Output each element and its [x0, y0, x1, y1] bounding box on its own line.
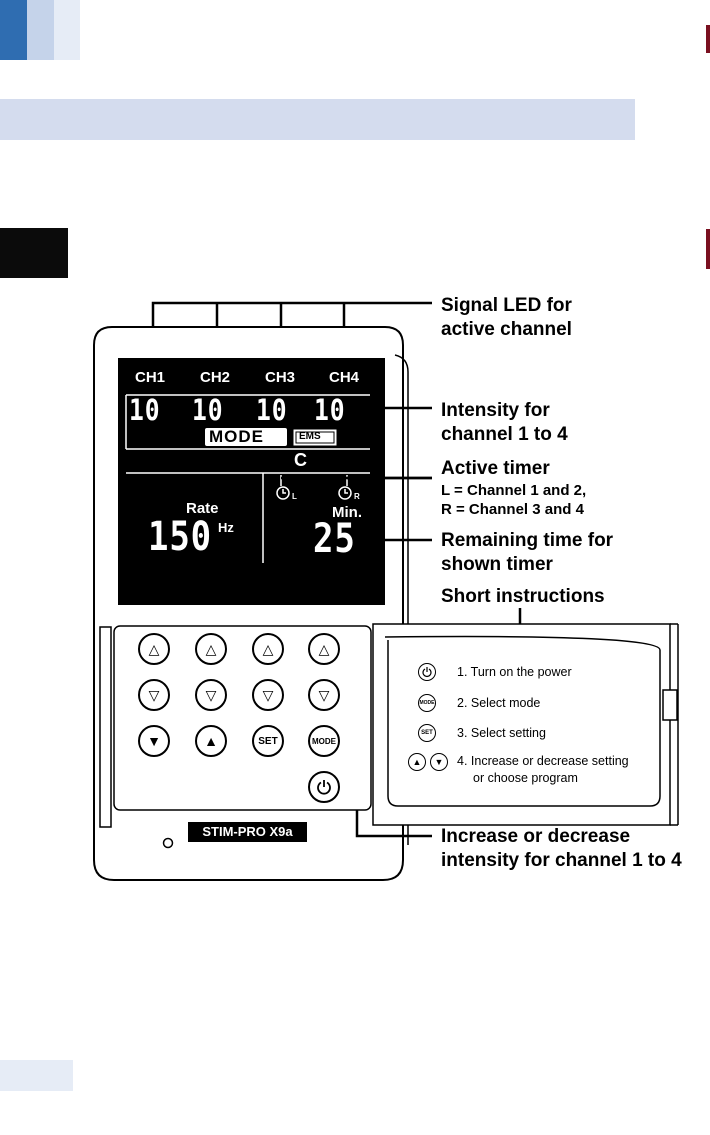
increase-label-2: intensity for channel 1 to 4: [441, 850, 682, 871]
signal-led-label-1: Signal LED for: [441, 295, 572, 316]
header-block-light: [54, 0, 80, 60]
active-timer-title: Active timer: [441, 458, 550, 479]
lcd-ch1-label: CH1: [135, 369, 166, 386]
triangle-up-filled-icon: ▲: [204, 733, 218, 749]
triangle-up-outline-icon: △: [148, 640, 160, 657]
signal-led-label-2: active channel: [441, 319, 572, 340]
set-button-label: SET: [258, 735, 278, 747]
model-name: STIM-PRO X9a: [202, 824, 293, 839]
remaining-label-1: Remaining time for: [441, 530, 614, 551]
ch1-up-button[interactable]: △: [138, 633, 170, 665]
lcd-mode-value: EMS: [299, 431, 321, 442]
lcd-rate-value: 150: [148, 514, 212, 560]
set-button[interactable]: SET: [252, 725, 284, 757]
instr-step-4-cont: or choose program: [473, 771, 578, 785]
left-clip: [99, 626, 112, 828]
lcd-ch4-label: CH4: [329, 369, 360, 386]
instruction-card-inner: [384, 635, 661, 807]
ch4-down-button[interactable]: ▽: [308, 679, 340, 711]
indicator-hole: [162, 837, 174, 849]
active-timer-line1: L = Channel 1 and 2,: [441, 482, 587, 499]
footer-block: [0, 1060, 73, 1091]
instr-mode-icon: MODE: [418, 694, 436, 712]
lcd-mode-box: [205, 428, 287, 446]
instruction-card-clip: [662, 689, 678, 721]
intensity-label-1: Intensity for: [441, 400, 550, 421]
active-timer-line2: R = Channel 3 and 4: [441, 501, 584, 518]
lcd-ch3-label: CH3: [265, 369, 296, 386]
header-block-dark: [0, 0, 27, 60]
lcd-rate-label: Rate: [186, 500, 219, 517]
instr-arrow-down-icon: ▼: [430, 753, 448, 771]
button-panel: [113, 625, 372, 811]
ch1-down-button[interactable]: ▽: [138, 679, 170, 711]
ch4-up-button[interactable]: △: [308, 633, 340, 665]
lcd-min-label: Min.: [332, 504, 362, 521]
lcd-intensity-ch1: 10: [129, 393, 161, 427]
ch2-up-button[interactable]: △: [195, 633, 227, 665]
lcd-intensity-ch4: 10: [314, 393, 346, 427]
intensity-label-2: channel 1 to 4: [441, 424, 568, 445]
lcd-intensity-ch2: 10: [192, 393, 224, 427]
mode-button[interactable]: MODE: [308, 725, 340, 757]
triangle-down-outline-icon: ▽: [318, 686, 330, 703]
lcd-intensity-ch3: 10: [256, 393, 288, 427]
ch3-down-button[interactable]: ▽: [252, 679, 284, 711]
triangle-down-outline-icon: ▽: [262, 686, 274, 703]
power-icon: [317, 780, 331, 795]
instr-arrow-up-icon: ▲: [408, 753, 426, 771]
instr-step-4: 4. Increase or decrease setting: [457, 754, 629, 768]
instr-set-icon: SET: [418, 724, 436, 742]
instr-power-icon: [418, 663, 436, 681]
triangle-up-outline-icon: △: [318, 640, 330, 657]
lcd-timer-right-label: R: [354, 492, 360, 501]
section-band: [0, 99, 635, 140]
model-plate: [188, 822, 307, 842]
instr-step-1: 1. Turn on the power: [457, 665, 572, 679]
remaining-label-2: shown timer: [441, 554, 553, 575]
right-edge-mark-mid: [706, 229, 710, 269]
lcd-ch2-label: CH2: [200, 369, 231, 386]
right-edge-mark-top: [706, 25, 710, 53]
lcd-rate-unit: Hz: [218, 520, 234, 535]
power-button[interactable]: [308, 771, 340, 803]
lcd-timer-left-label: L: [292, 492, 297, 501]
instruction-card-outer: [372, 623, 671, 826]
triangle-down-filled-icon: ▼: [147, 733, 161, 749]
instr-step-2: 2. Select mode: [457, 696, 541, 710]
lcd-min-value: 25: [313, 516, 356, 562]
program-down-button[interactable]: ▼: [138, 725, 170, 757]
lcd-program: C: [294, 450, 307, 470]
mode-button-label: MODE: [312, 736, 336, 746]
lcd-dividers: [125, 394, 370, 563]
header-block-mid: [27, 0, 54, 60]
triangle-up-outline-icon: △: [205, 640, 217, 657]
lcd-mode-label: MODE: [209, 427, 264, 446]
triangle-down-outline-icon: ▽: [205, 686, 217, 703]
device-right-edge: [394, 354, 409, 845]
increase-label-1: Increase or decrease: [441, 826, 631, 847]
program-up-button[interactable]: ▲: [195, 725, 227, 757]
ch3-up-button[interactable]: △: [252, 633, 284, 665]
led-leader-lines: [151, 301, 432, 330]
chapter-tab: [0, 228, 68, 278]
lcd-screen: [118, 358, 385, 605]
triangle-up-outline-icon: △: [262, 640, 274, 657]
ch2-down-button[interactable]: ▽: [195, 679, 227, 711]
instr-step-3: 3. Select setting: [457, 726, 546, 740]
short-instructions-label: Short instructions: [441, 586, 605, 607]
triangle-down-outline-icon: ▽: [148, 686, 160, 703]
